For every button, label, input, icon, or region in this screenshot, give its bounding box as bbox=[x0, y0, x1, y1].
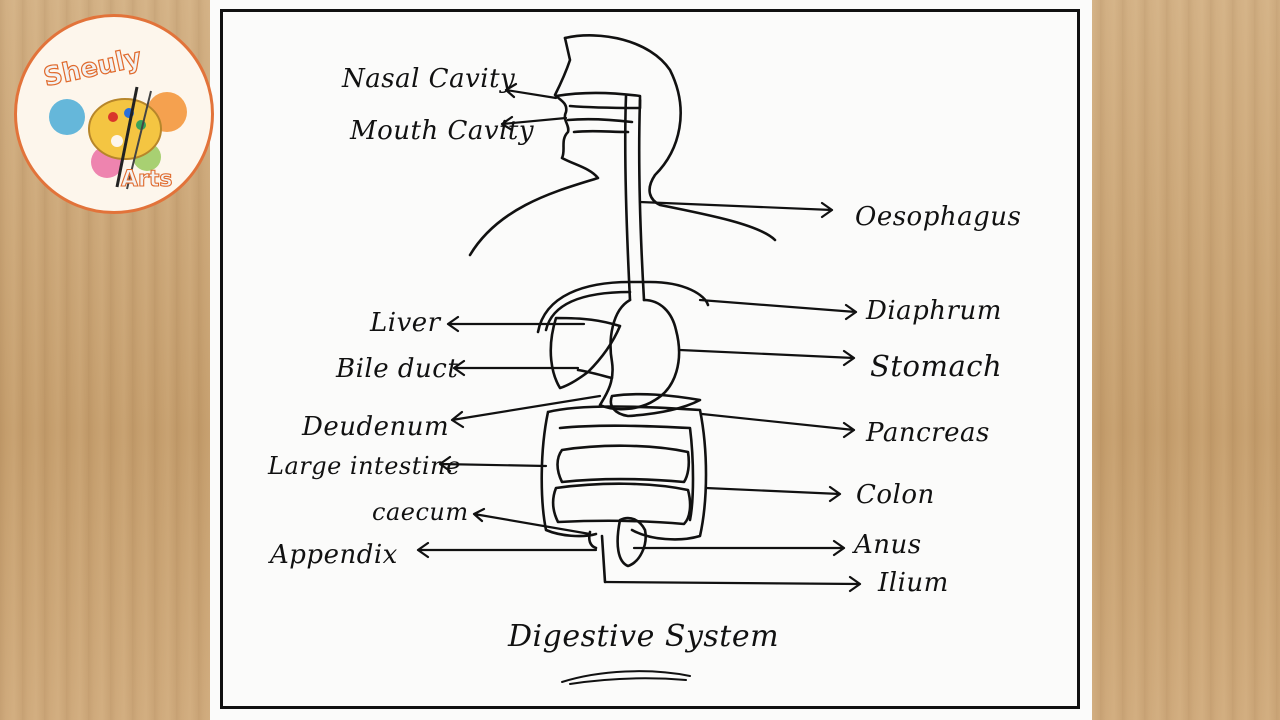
label-pancreas: Pancreas bbox=[866, 418, 990, 448]
logo-brand-bottom: Arts bbox=[120, 166, 173, 192]
label-anus: Anus bbox=[854, 530, 922, 560]
nasal-passage bbox=[554, 91, 642, 110]
mouth-passage bbox=[566, 117, 634, 134]
label-liver: Liver bbox=[370, 308, 441, 338]
face-profile bbox=[468, 36, 600, 257]
paper-sheet bbox=[210, 0, 1092, 720]
palette-icon bbox=[49, 86, 187, 190]
diagram-title: Digestive System bbox=[508, 619, 780, 654]
label-nasal-cavity: Nasal Cavity bbox=[342, 64, 516, 94]
label-colon: Colon bbox=[856, 480, 935, 510]
head-outline bbox=[563, 34, 777, 242]
label-diaphrum: Diaphrum bbox=[866, 296, 1002, 326]
small-intestine bbox=[551, 444, 692, 526]
pointer-lines bbox=[416, 82, 862, 593]
stomach bbox=[598, 298, 681, 411]
label-ilium: Ilium bbox=[878, 568, 949, 598]
title-underline bbox=[561, 670, 691, 685]
label-appendix: Appendix bbox=[270, 540, 398, 570]
rectum bbox=[616, 516, 647, 568]
bile-duct bbox=[576, 368, 614, 380]
label-oesophagus: Oesophagus bbox=[855, 202, 1022, 232]
paper-border bbox=[220, 9, 1080, 709]
sheuly-arts-logo: Sheuly Arts bbox=[14, 14, 214, 214]
appendix bbox=[587, 530, 607, 584]
label-stomach: Stomach bbox=[870, 349, 1003, 383]
label-bile-duct: Bile duct bbox=[336, 354, 459, 384]
pancreas bbox=[609, 392, 702, 418]
label-deudenum: Deudenum bbox=[302, 412, 450, 442]
diaphragm bbox=[536, 280, 710, 334]
label-caecum: caecum bbox=[372, 498, 469, 526]
label-large-intestine: Large intestine bbox=[268, 452, 461, 480]
oesophagus-tube bbox=[623, 94, 646, 302]
label-mouth-cavity: Mouth Cavity bbox=[350, 116, 535, 146]
